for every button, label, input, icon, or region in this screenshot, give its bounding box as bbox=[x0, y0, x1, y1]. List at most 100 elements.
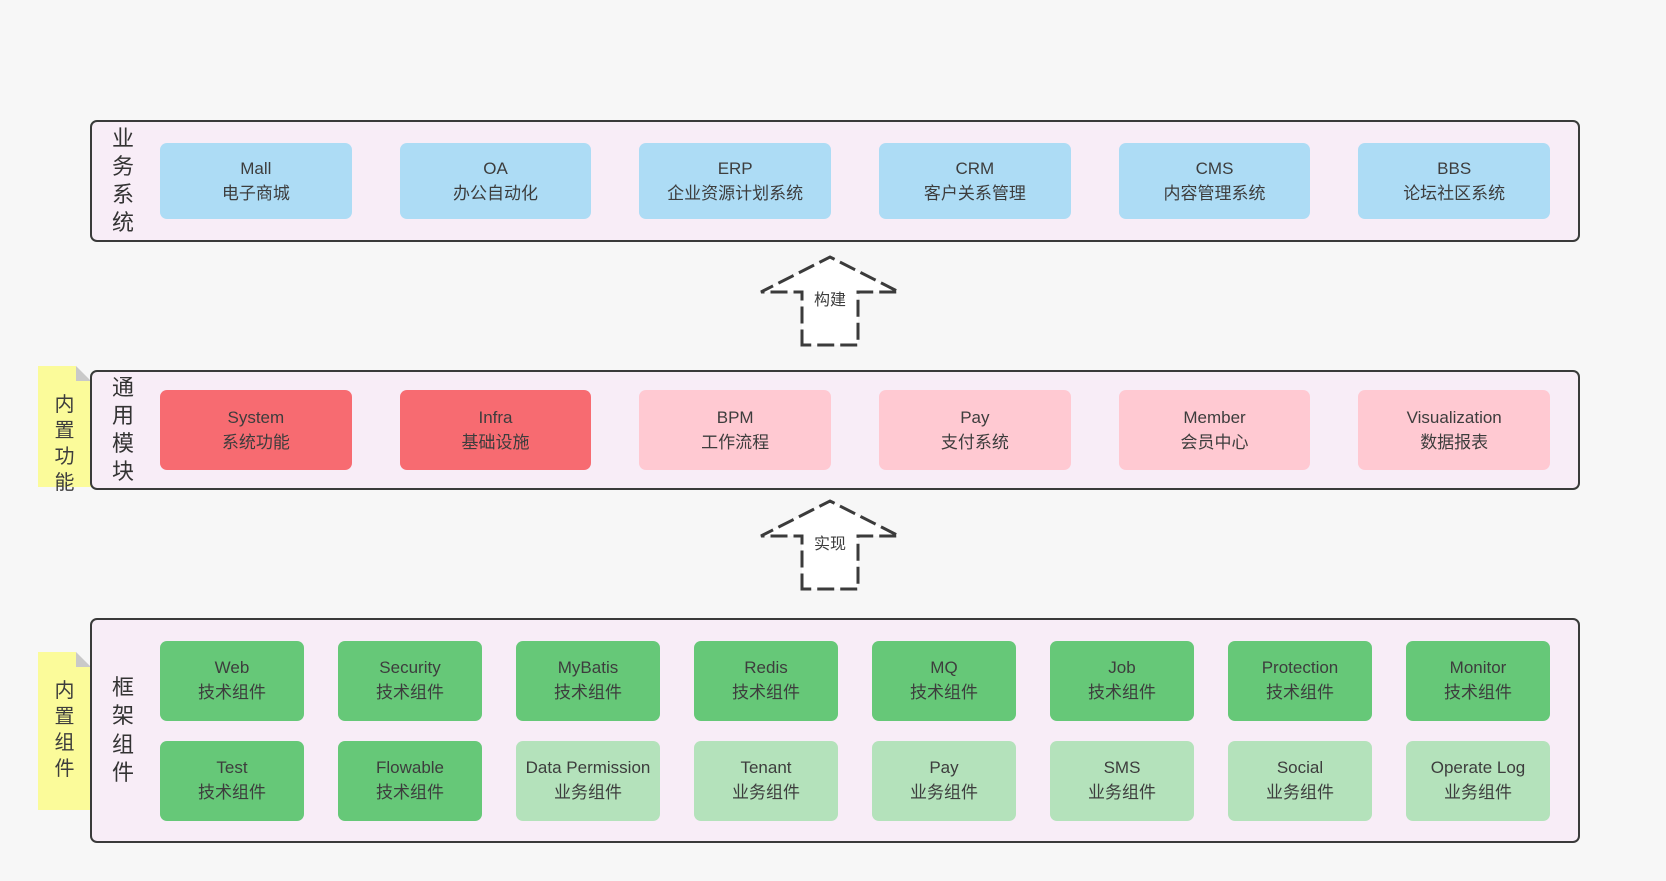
box-sms: SMS 业务组件 bbox=[1050, 740, 1194, 821]
box-subtitle: 业务组件 bbox=[554, 782, 622, 802]
box-mq: MQ 技术组件 bbox=[872, 640, 1016, 721]
box-title: Data Permission bbox=[525, 758, 651, 778]
box-subtitle: 业务组件 bbox=[732, 782, 800, 802]
box-title: Flowable bbox=[375, 758, 445, 778]
box-subtitle: 工作流程 bbox=[701, 433, 770, 452]
arrow-label-bg bbox=[805, 529, 855, 555]
box-title: MQ bbox=[930, 658, 958, 678]
box-test: Test 技术组件 bbox=[160, 740, 304, 821]
sticky-note-label: 内置功能 bbox=[54, 394, 75, 494]
box-subtitle: 数据报表 bbox=[1420, 433, 1489, 452]
box-bbs: BBS 论坛社区系统 bbox=[1358, 143, 1551, 219]
box-infra: Infra 基础设施 bbox=[399, 390, 592, 470]
box-title: Social bbox=[1276, 758, 1324, 778]
box-subtitle: 技术组件 bbox=[376, 682, 444, 702]
box-subtitle: 技术组件 bbox=[910, 682, 978, 702]
box-subtitle: 办公自动化 bbox=[453, 184, 538, 203]
box-subtitle: 技术组件 bbox=[732, 682, 800, 702]
box-title: Job bbox=[1108, 658, 1136, 678]
arrow-label-bg bbox=[805, 285, 855, 311]
box-erp: ERP 企业资源计划系统 bbox=[639, 143, 832, 219]
box-subtitle: 业务组件 bbox=[1266, 782, 1334, 802]
box-title: Protection bbox=[1261, 658, 1339, 678]
box-title: Operate Log bbox=[1430, 758, 1526, 778]
box-operate-log: Operate Log 业务组件 bbox=[1406, 740, 1550, 821]
box-title: Mall bbox=[240, 158, 272, 178]
box-security: Security 技术组件 bbox=[338, 640, 482, 721]
box-flowable: Flowable 技术组件 bbox=[338, 740, 482, 821]
box-member: Member 会员中心 bbox=[1118, 390, 1311, 470]
panel-label-framework-components: 框架组件 bbox=[111, 675, 134, 785]
box-title: Pay bbox=[960, 407, 990, 427]
box-title: Web bbox=[214, 658, 250, 678]
panel-label-common-modules: 通用模块 bbox=[111, 374, 134, 485]
box-title: CMS bbox=[1195, 158, 1234, 178]
box-title: Tenant bbox=[740, 758, 792, 778]
box-title: Member bbox=[1183, 407, 1246, 427]
box-subtitle: 技术组件 bbox=[1444, 682, 1512, 702]
box-subtitle: 业务组件 bbox=[910, 782, 978, 802]
sticky-note-builtin-components: 内置组件 bbox=[38, 652, 91, 810]
box-social: Social 业务组件 bbox=[1228, 740, 1372, 821]
box-subtitle: 企业资源计划系统 bbox=[667, 184, 804, 203]
box-oa: OA 办公自动化 bbox=[399, 143, 592, 219]
box-subtitle: 业务组件 bbox=[1444, 782, 1512, 802]
implement-arrow: 实现 bbox=[760, 499, 900, 591]
implement-arrow-label: 实现 bbox=[814, 535, 846, 553]
box-subtitle: 客户关系管理 bbox=[923, 184, 1026, 203]
box-title: OA bbox=[483, 158, 508, 178]
box-title: Monitor bbox=[1449, 658, 1507, 678]
box-subtitle: 技术组件 bbox=[198, 782, 266, 802]
box-title: MyBatis bbox=[557, 658, 619, 678]
box-title: BPM bbox=[716, 407, 754, 427]
box-subtitle: 技术组件 bbox=[376, 782, 444, 802]
build-arrow-label: 构建 bbox=[814, 291, 846, 309]
box-mybatis: MyBatis 技术组件 bbox=[516, 640, 660, 721]
box-subtitle: 内容管理系统 bbox=[1163, 184, 1266, 203]
box-subtitle: 系统功能 bbox=[221, 433, 290, 452]
box-title: Visualization bbox=[1406, 407, 1502, 427]
box-title: Redis bbox=[744, 658, 788, 678]
box-data-permission: Data Permission 业务组件 bbox=[516, 740, 660, 821]
build-arrow: 构建 bbox=[760, 255, 900, 347]
box-subtitle: 基础设施 bbox=[461, 433, 530, 452]
box-subtitle: 业务组件 bbox=[1088, 782, 1156, 802]
box-monitor: Monitor 技术组件 bbox=[1406, 640, 1550, 721]
box-mall: Mall 电子商城 bbox=[160, 143, 352, 219]
box-title: SMS bbox=[1103, 758, 1141, 778]
box-tenant: Tenant 业务组件 bbox=[694, 740, 838, 821]
box-bpm: BPM 工作流程 bbox=[639, 390, 832, 470]
box-cms: CMS 内容管理系统 bbox=[1118, 143, 1311, 219]
box-title: Infra bbox=[478, 407, 513, 427]
box-title: ERP bbox=[717, 158, 753, 178]
box-subtitle: 支付系统 bbox=[940, 433, 1009, 452]
box-subtitle: 论坛社区系统 bbox=[1403, 184, 1506, 203]
sticky-note-builtin-features: 内置功能 bbox=[38, 366, 91, 494]
box-system: System 系统功能 bbox=[160, 390, 352, 470]
box-subtitle: 会员中心 bbox=[1180, 433, 1249, 452]
box-title: System bbox=[227, 407, 285, 427]
box-subtitle: 技术组件 bbox=[1088, 682, 1156, 702]
box-title: BBS bbox=[1437, 158, 1472, 178]
box-title: Test bbox=[216, 758, 248, 778]
box-title: Security bbox=[379, 658, 441, 678]
module-boxes: System 系统功能 Infra 基础设施 BPM 工作流程 Pay 支付系统 Member 会… bbox=[152, 390, 1578, 470]
box-visualization: Visualization 数据报表 bbox=[1358, 390, 1551, 470]
box-subtitle: 电子商城 bbox=[221, 184, 290, 203]
box-subtitle: 技术组件 bbox=[554, 682, 622, 702]
common-modules-panel: 通用模块 System 系统功能 Infra 基础设施 BPM 工作流程 Pay 支付系统 Me… bbox=[90, 370, 1580, 490]
box-job: Job 技术组件 bbox=[1050, 640, 1194, 721]
box-redis: Redis 技术组件 bbox=[694, 640, 838, 721]
box-pay: Pay 支付系统 bbox=[879, 390, 1071, 470]
